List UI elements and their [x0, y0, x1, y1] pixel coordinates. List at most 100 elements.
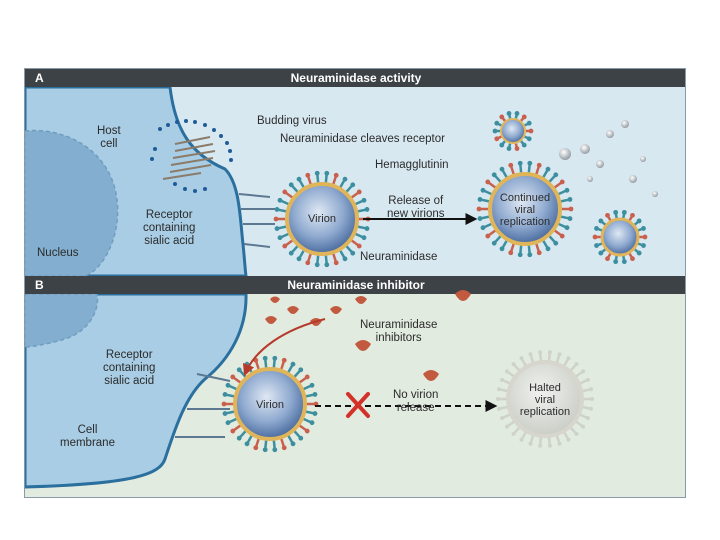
- spike-tip: [476, 206, 482, 212]
- label-cleaves-receptor: Neuraminidase cleaves receptor: [280, 133, 445, 145]
- spike-tip: [221, 401, 227, 407]
- label-receptor-a: Receptor containing sialic acid: [143, 209, 196, 247]
- spike-tip: [613, 209, 619, 215]
- spike-tip: [508, 250, 514, 256]
- spike-tip: [592, 234, 598, 240]
- label-release: Release of new virions: [387, 195, 445, 220]
- spike-tip: [333, 172, 339, 178]
- spike-tip: [273, 216, 279, 222]
- spike-tip: [567, 216, 573, 221]
- inhibitor-arrow: [243, 318, 326, 377]
- spike-tip: [492, 128, 498, 134]
- spike-tip: [545, 246, 551, 252]
- spike-tip: [500, 416, 505, 421]
- spike-tip: [499, 142, 505, 148]
- spike-tip: [636, 250, 642, 256]
- spike-tip: [594, 243, 599, 248]
- label-neuraminidase: Neuraminidase: [360, 251, 438, 263]
- nucleus-b: [25, 293, 99, 348]
- inhibitors: [265, 290, 471, 381]
- spike-tip: [485, 179, 491, 185]
- label-budding-virus: Budding virus: [257, 115, 327, 127]
- spike-tip: [491, 240, 497, 246]
- spike-tip: [566, 356, 571, 361]
- virion-small-right: [600, 217, 640, 257]
- spike-tip: [559, 179, 565, 185]
- label-receptor-b: Receptor containing sialic acid: [103, 349, 156, 387]
- spike-tip: [477, 197, 483, 202]
- spike-tip: [499, 114, 505, 120]
- panel-a-title-bar: [25, 69, 685, 87]
- figure: A Neuraminidase activity B Neuraminidase…: [24, 68, 686, 498]
- spike-tip: [296, 256, 302, 262]
- virion-e-spikes: [492, 111, 534, 151]
- label-virion-b: Virion: [256, 399, 284, 411]
- spike-tip: [553, 240, 559, 246]
- spike-tip: [585, 377, 590, 382]
- spike-tip: [342, 256, 348, 262]
- spike-tip: [274, 226, 280, 231]
- spike-tip: [236, 367, 242, 373]
- spike-tip: [356, 243, 362, 249]
- spike-tip: [506, 146, 512, 151]
- spike-tip: [274, 207, 280, 212]
- virion-b: [233, 367, 307, 441]
- spike-tip: [282, 243, 288, 249]
- spike-tip: [253, 445, 259, 451]
- label-no-release: No virion release: [393, 389, 439, 414]
- spike-tip: [298, 367, 304, 373]
- spike-tip: [499, 166, 505, 172]
- spike-tip: [514, 146, 520, 151]
- spike-tip: [290, 441, 296, 447]
- label-continued: Continued viral replication: [499, 192, 551, 228]
- spike-tip: [557, 441, 562, 446]
- spike-tip: [281, 357, 287, 363]
- receptors-a: [238, 193, 275, 248]
- spike-tip: [521, 114, 527, 120]
- spike-tip: [613, 259, 619, 265]
- spike-tip: [298, 435, 304, 441]
- spike-tip: [566, 437, 571, 442]
- spike-tip: [304, 428, 310, 434]
- spike-tip: [642, 234, 648, 240]
- spike-tip: [309, 382, 315, 388]
- spike-tip: [494, 120, 500, 126]
- spike-tip: [557, 352, 562, 357]
- spike-tip: [517, 252, 523, 258]
- spike-tip: [361, 235, 367, 241]
- spike-tip: [499, 246, 505, 252]
- spike-tip: [480, 225, 486, 231]
- released-particles: [559, 120, 658, 197]
- virion-c-spikes: [476, 160, 574, 258]
- spike-tip: [564, 187, 570, 193]
- spike-tip: [361, 197, 367, 203]
- virion-a: [285, 182, 359, 256]
- spike-tip: [605, 256, 610, 262]
- spike-tip: [305, 172, 311, 178]
- spike-tip: [262, 355, 268, 361]
- budding-virus: [150, 119, 233, 193]
- label-hemagglutinin: Hemagglutinin: [375, 159, 449, 171]
- spike-tip: [508, 162, 514, 168]
- spike-tip: [519, 437, 524, 442]
- label-nucleus: Nucleus: [37, 247, 79, 259]
- spike-tip: [581, 424, 586, 429]
- virion-halted: [506, 360, 584, 438]
- spike-tip: [567, 197, 573, 202]
- nucleus-a: [25, 129, 119, 277]
- spike-tip: [281, 445, 287, 451]
- spike-tip: [526, 136, 532, 142]
- spike-tip: [277, 197, 283, 203]
- spike-tip: [588, 387, 593, 392]
- label-host-cell: Host cell: [97, 125, 121, 150]
- spike-tip: [497, 387, 502, 392]
- spike-tip: [309, 420, 315, 426]
- spike-tip: [305, 260, 311, 266]
- spike-tip: [225, 382, 231, 388]
- spike-tip: [491, 172, 497, 178]
- spike-tip: [230, 374, 236, 380]
- spike-tip: [564, 225, 570, 231]
- spike-tip: [364, 207, 370, 212]
- spike-tip: [497, 406, 502, 411]
- spike-tip: [277, 235, 283, 241]
